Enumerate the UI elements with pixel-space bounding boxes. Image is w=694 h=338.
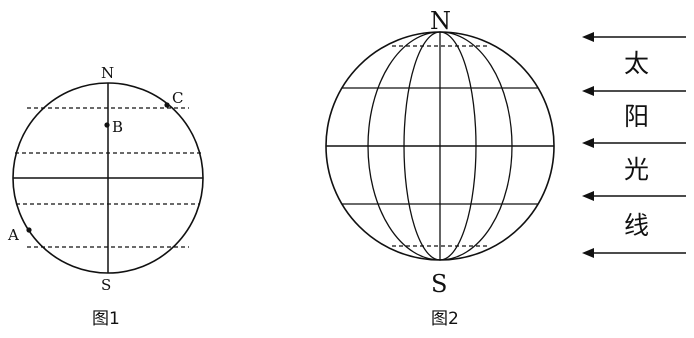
fig1-point-c-label: C (172, 89, 183, 107)
fig1-north-label: N (101, 64, 114, 82)
figure-1: N S B C A 图1 (7, 64, 203, 329)
sunlight-char-1: 太 (624, 49, 649, 78)
fig1-point-a-dot (26, 227, 31, 232)
sun-ray-arrowhead (582, 191, 594, 201)
fig2-south-label: S (431, 270, 447, 298)
sunlight-char-2: 阳 (624, 102, 649, 131)
fig1-south-label: S (101, 276, 111, 294)
fig2-caption: 图2 (431, 309, 459, 329)
fig1-point-a-label: A (7, 226, 19, 244)
sunlight-char-3: 光 (624, 155, 649, 184)
fig1-point-c-dot (164, 102, 169, 107)
sunlight-char-4: 线 (624, 211, 649, 240)
sun-ray-arrowhead (582, 32, 594, 42)
fig1-caption: 图1 (92, 309, 120, 329)
fig1-point-b-label: B (112, 118, 123, 136)
sun-ray-arrowhead (582, 248, 594, 258)
fig2-north-label: N (430, 7, 451, 35)
figure-2: N S 图2 太 阳 光 线 (326, 7, 686, 329)
fig1-point-b-dot (104, 122, 109, 127)
sun-ray-arrowhead (582, 86, 594, 96)
sun-ray-arrowhead (582, 138, 594, 148)
